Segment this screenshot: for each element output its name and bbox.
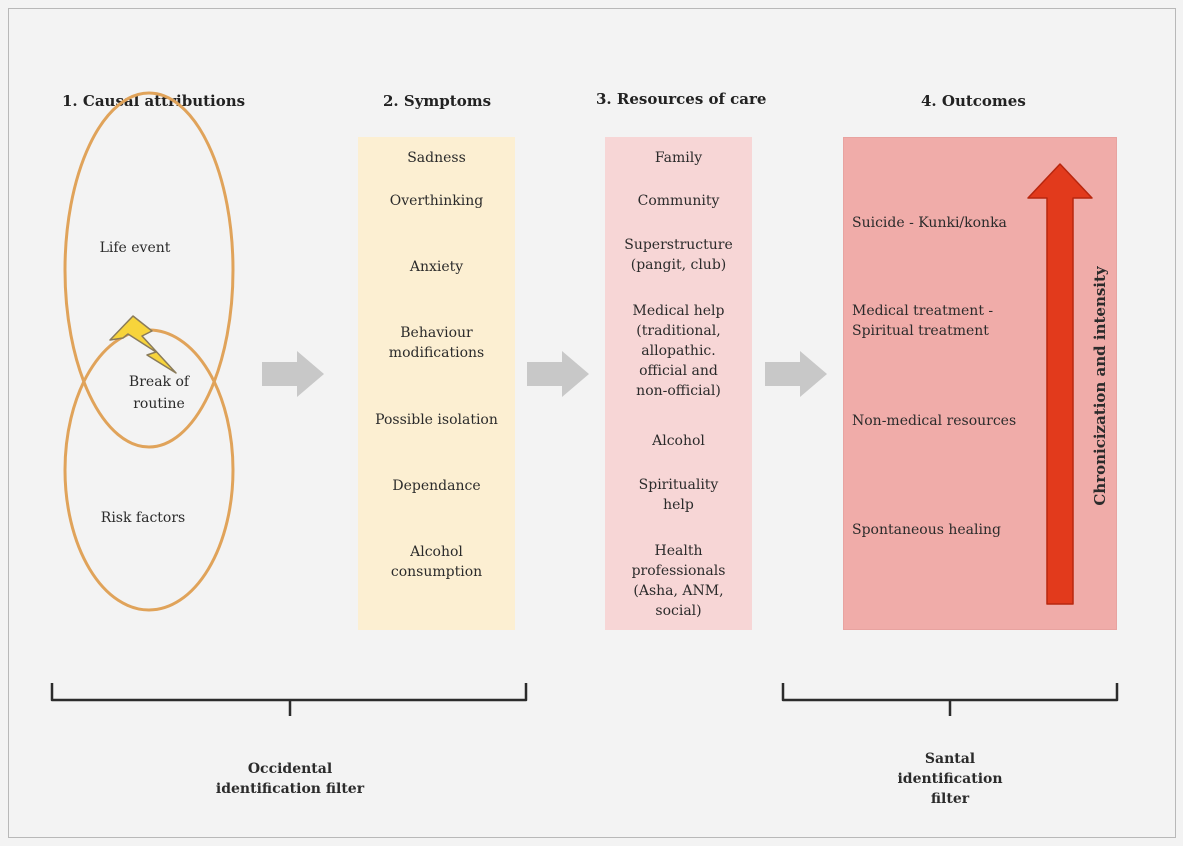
up-arrow-icon <box>1027 163 1093 605</box>
resource-item: Spirituality help <box>605 475 752 515</box>
resource-item: Health professionals (Asha, ANM, social) <box>605 541 752 621</box>
symptom-item: Sadness <box>358 148 515 168</box>
heading-symptoms: 2. Symptoms <box>383 92 492 110</box>
arrow-label: Chronicization and intensity <box>1091 265 1109 506</box>
resource-text: Family <box>654 150 703 166</box>
outcomes-column: Suicide - Kunki/konka Medical treatment … <box>843 137 1117 630</box>
symptom-text: Sadness <box>407 150 466 166</box>
symptom-text: Alcohol <box>410 544 463 560</box>
symptom-text: Anxiety <box>409 259 464 275</box>
symptom-item: Anxiety <box>358 257 515 277</box>
outcome-text: Spontaneous healing <box>852 522 1001 538</box>
resource-text: (pangit, club) <box>630 257 727 273</box>
outcome-text: Suicide - Kunki/konka <box>852 215 1007 231</box>
symptom-text: modifications <box>388 345 485 361</box>
resource-text: non-official) <box>636 383 721 399</box>
resource-text: allopathic. <box>641 343 716 359</box>
resource-item: Community <box>605 191 752 211</box>
outcome-text: Medical treatment - <box>852 303 994 319</box>
resource-text: Spirituality <box>638 477 719 493</box>
outcome-item: Suicide - Kunki/konka <box>852 213 1007 233</box>
heading-resources-of-care: 3. Resources of care <box>596 90 767 108</box>
resource-item: Medical help (traditional, allopathic. o… <box>605 301 752 401</box>
symptom-text: Behaviour <box>400 325 473 341</box>
symptom-item: Possible isolation <box>358 410 515 430</box>
outcome-item: Medical treatment - Spiritual treatment <box>852 301 993 341</box>
symptom-text: Dependance <box>392 478 481 494</box>
caption-text: identification <box>897 771 1003 787</box>
symptom-item: Dependance <box>358 476 515 496</box>
resource-text: (Asha, ANM, <box>633 583 724 599</box>
resource-item: Alcohol <box>605 431 752 451</box>
symptom-item: Alcohol consumption <box>358 542 515 582</box>
resource-text: help <box>663 497 694 513</box>
resource-item: Superstructure (pangit, club) <box>605 235 752 275</box>
resource-text: professionals <box>631 563 726 579</box>
heading-outcomes: 4. Outcomes <box>921 92 1026 110</box>
caption-text: identification filter <box>215 781 365 797</box>
resource-text: Medical help <box>632 303 725 319</box>
resource-text: Alcohol <box>652 433 705 449</box>
occidental-filter-caption: Occidental identification filter <box>190 759 390 799</box>
caption-text: Occidental <box>247 761 333 777</box>
resource-text: social) <box>655 603 702 619</box>
outcome-item: Non-medical resources <box>852 411 1016 431</box>
chronicization-arrow: Chronicization and intensity <box>1027 163 1109 605</box>
resource-text: Community <box>637 193 720 209</box>
outcome-text: Non-medical resources <box>852 413 1017 429</box>
resources-column: Family Community Superstructure (pangit,… <box>605 137 752 630</box>
symptom-item: Overthinking <box>358 191 515 211</box>
symptom-item: Behaviour modifications <box>358 323 515 363</box>
symptoms-column: Sadness Overthinking Anxiety Behaviour m… <box>358 137 515 630</box>
symptom-text: Possible isolation <box>375 412 498 428</box>
resource-text: (traditional, <box>636 323 721 339</box>
symptom-text: Overthinking <box>389 193 484 209</box>
caption-text: filter <box>930 791 970 807</box>
resource-item: Family <box>605 148 752 168</box>
outcome-text: Spiritual treatment <box>852 323 989 339</box>
santal-filter-caption: Santal identification filter <box>880 749 1020 809</box>
resource-text: Health <box>654 543 703 559</box>
heading-causal-attributions: 1. Causal attributions <box>62 92 246 110</box>
caption-text: Santal <box>924 751 976 767</box>
symptom-text: consumption <box>390 564 483 580</box>
resource-text: Superstructure <box>624 237 733 253</box>
outcome-item: Spontaneous healing <box>852 520 1001 540</box>
resource-text: official and <box>639 363 718 379</box>
